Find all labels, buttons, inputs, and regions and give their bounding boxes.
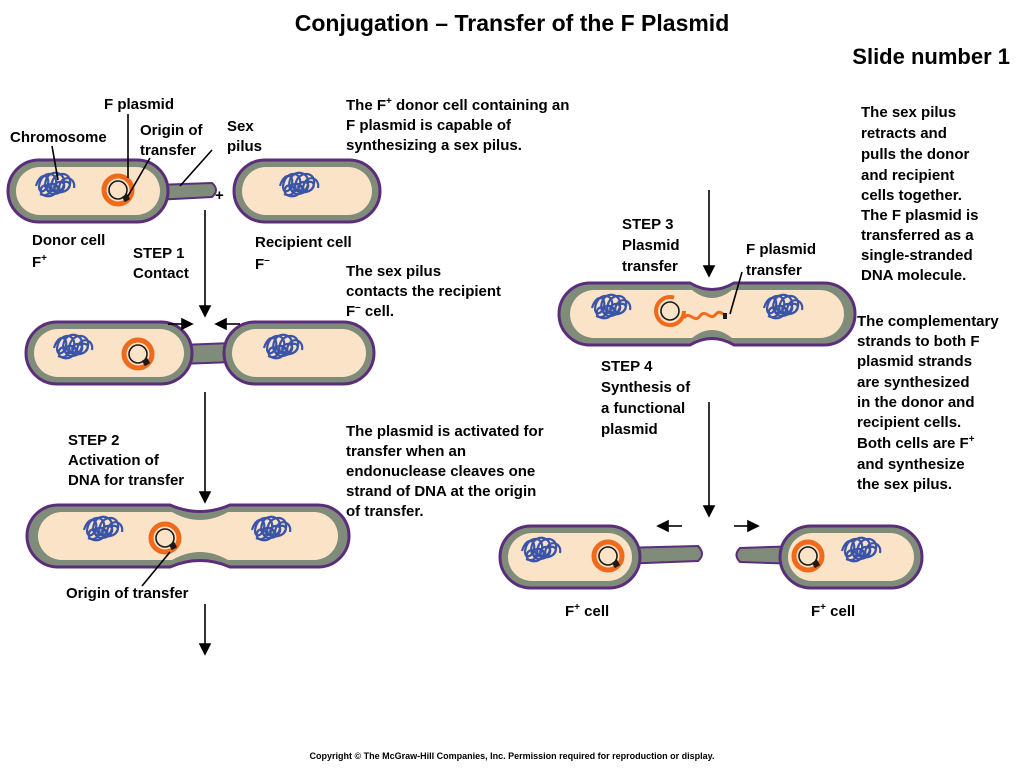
recipient-cell-label: Recipient cell [255, 234, 352, 251]
step2-label-line1: STEP 2 [68, 432, 120, 449]
joined-cells-stage3 [25, 503, 351, 569]
description-5-line3: plasmid strands [857, 353, 973, 370]
description-5-line4: are synthesized [857, 374, 970, 391]
step3-label-line2: Plasmid [622, 237, 680, 254]
description-2-line3: F– cell. [346, 302, 395, 321]
donor-f-plus-label: F+ [32, 253, 48, 272]
step4-label-line1: STEP 4 [601, 358, 653, 375]
sex-pilus-label-line2: pilus [227, 138, 263, 155]
description-2-line2: contacts the recipient [346, 283, 502, 300]
step2-label-line3: DNA for transfer [68, 472, 185, 489]
description-3-line2: transfer when an [346, 443, 467, 460]
step1-label-line1: STEP 1 [133, 245, 185, 262]
description-1-line2: F plasmid is capable of [346, 117, 512, 134]
f-plus-cell-left [498, 524, 703, 590]
donor-cell-stage2 [24, 320, 233, 386]
description-4-line8: single-stranded [861, 247, 973, 264]
description-4-line5: cells together. [861, 187, 962, 204]
step3-label-line3: transfer [622, 258, 678, 275]
description-5-line6: recipient cells. [857, 414, 962, 431]
description-5-line8: and synthesize [857, 456, 965, 473]
copyright-notice: Copyright © The McGraw-Hill Companies, I… [309, 751, 715, 761]
page-title: Conjugation – Transfer of the F Plasmid [294, 10, 730, 36]
description-3-line3: endonuclease cleaves one [346, 463, 536, 480]
f-plasmid-transfer-label-line2: transfer [746, 262, 802, 279]
description-1-line1: The F+ donor cell containing an [346, 96, 570, 115]
leader-lines [51, 114, 743, 587]
description-5-line2: strands to both F [857, 333, 980, 350]
description-3-line1: The plasmid is activated for [346, 423, 544, 440]
step4-label-line2: Synthesis of [601, 379, 691, 396]
sex-pilus-label-line1: Sex [227, 118, 254, 135]
slide-number: Slide number 1 [852, 44, 1010, 69]
description-5-line5: in the donor and [857, 394, 975, 411]
f-plus-cell-right-label: F+ cell [811, 602, 856, 621]
description-4-line1: The sex pilus [861, 104, 957, 121]
donor-cell-label: Donor cell [32, 232, 106, 249]
f-plasmid-label: F plasmid [104, 96, 175, 113]
origin-of-transfer-label: Origin of transfer [66, 585, 189, 602]
description-1-line3: synthesizing a sex pilus. [346, 137, 522, 154]
description-4-line6: The F plasmid is [861, 207, 979, 224]
description-4-line4: and recipient [861, 167, 955, 184]
donor-cell-stage1 [6, 158, 217, 224]
chromosome-label: Chromosome [10, 129, 107, 146]
plus-sign: + [215, 187, 224, 204]
step1-label-line2: Contact [133, 265, 189, 282]
f-plus-cell-left-label: F+ cell [565, 602, 610, 621]
origin-label-line2: transfer [140, 142, 196, 159]
f-plus-cell-right [735, 524, 924, 590]
flow-arrows [168, 190, 760, 656]
description-2-line1: The sex pilus [346, 263, 442, 280]
description-3-line5: of transfer. [346, 503, 424, 520]
step4-label-line3: a functional [601, 400, 686, 417]
recipient-cell-stage2 [222, 320, 376, 386]
step3-label-line1: STEP 3 [622, 216, 674, 233]
recipient-f-minus-label: F– [255, 255, 270, 274]
description-4-line2: retracts and [861, 125, 947, 142]
description-5-line1: The complementary [857, 313, 999, 330]
description-4-line7: transferred as a [861, 227, 974, 244]
description-4-line3: pulls the donor [861, 146, 970, 163]
description-3-line4: strand of DNA at the origin [346, 483, 537, 500]
step2-label-line2: Activation of [68, 452, 159, 469]
description-4-line9: DNA molecule. [861, 267, 967, 284]
description-5-line9: the sex pilus. [857, 476, 953, 493]
origin-label-line1: Origin of [140, 122, 203, 139]
step4-label-line4: plasmid [601, 421, 658, 438]
f-plasmid-transfer-label-line1: F plasmid [746, 241, 817, 258]
joined-cells-stage4 [557, 281, 857, 347]
description-5-line7: Both cells are F+ [857, 434, 975, 453]
recipient-cell-stage1 [232, 158, 382, 224]
